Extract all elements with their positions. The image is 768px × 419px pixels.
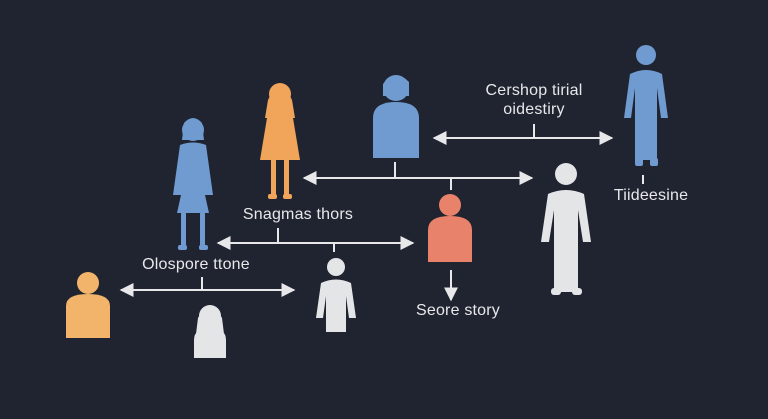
label-seore: Seore story xyxy=(415,302,501,319)
label-snagmas: Snagmas thors xyxy=(242,206,354,223)
woman-bust-icon xyxy=(194,305,226,358)
label-cershop-line1: Cershop tirial xyxy=(485,82,583,99)
man-figure-icon xyxy=(541,163,591,295)
person-bust-icon xyxy=(428,194,472,262)
woman-figure-icon xyxy=(173,118,213,250)
label-olospore: Olospore ttone xyxy=(142,256,250,273)
man-figure-icon xyxy=(316,258,356,332)
person-bust-icon xyxy=(66,272,110,338)
man-figure-icon xyxy=(624,45,668,166)
person-bust-icon xyxy=(373,75,419,158)
label-cershop-line2: oidestiry xyxy=(503,101,565,118)
label-tiideesine: Tiideesine xyxy=(613,187,689,204)
woman-figure-icon xyxy=(260,83,300,199)
